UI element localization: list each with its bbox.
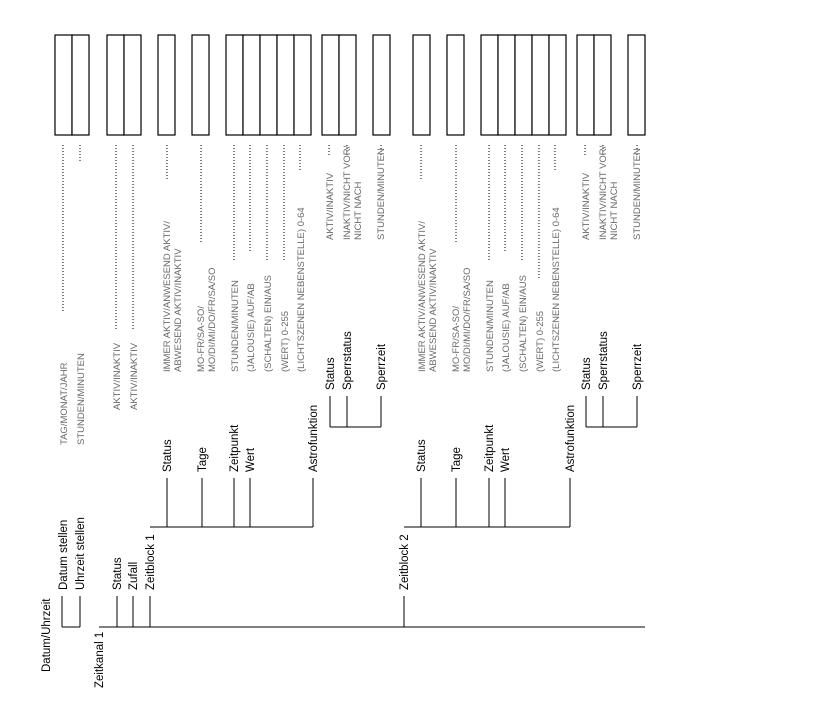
opt-b1-schalten: (SCHALTEN) EIN/AUS	[263, 275, 274, 372]
label-channel-status: Status	[112, 557, 124, 590]
opt-b1-sperrzeit: STUNDEN/MINUTEN	[376, 148, 387, 240]
label-zeitblock-2: Zeitblock 2	[399, 534, 411, 590]
opt-zufall: AKTIV/INAKTIV	[129, 342, 140, 410]
label-b1-sperrstatus: Sperrstatus	[342, 331, 354, 390]
opt-b1-tage-1: MO-FR/SA-SO/	[196, 306, 207, 372]
opt-channel-status: AKTIV/INAKTIV	[112, 342, 123, 410]
opt-b1-astro-status: AKTIV/INAKTIV	[325, 172, 336, 240]
opt-b2-sperrstatus-2: NICHT NACH	[609, 181, 620, 240]
leader-lines	[62, 145, 638, 330]
label-b1-astrofunktion: Astrofunktion	[308, 405, 320, 472]
label-b1-tage: Tage	[197, 447, 209, 472]
opt-b2-jalousie: (JALOUSIE) AUF/AB	[501, 283, 512, 372]
opt-b1-lichtszenen: (LICHTSZENEN NEBENSTELLE) 0-64	[296, 207, 307, 372]
option-texts: TAG/MONAT/JAHR STUNDEN/MINUTEN AKTIV/INA…	[59, 145, 643, 445]
label-b1-status: Status	[162, 439, 174, 472]
opt-b1-jalousie: (JALOUSIE) AUF/AB	[246, 283, 257, 372]
opt-b1-zeitpunkt: STUNDEN/MINUTEN	[230, 280, 241, 372]
label-b2-sperrzeit: Sperrzeit	[632, 343, 644, 390]
label-b2-status: Status	[416, 439, 428, 472]
opt-b2-sperrzeit: STUNDEN/MINUTEN	[632, 148, 643, 240]
label-zeitblock-1: Zeitblock 1	[145, 534, 157, 590]
opt-b2-astro-status: AKTIV/INAKTIV	[581, 172, 592, 240]
opt-b2-tage-1: MO-FR/SA-SO/	[451, 306, 462, 372]
label-b2-astrofunktion: Astrofunktion	[565, 405, 577, 472]
opt-b1-status-2: ABWESEND AKTIV/INAKTIV	[173, 248, 184, 372]
label-b1-wert: Wert	[245, 447, 257, 472]
label-b2-zeitpunkt: Zeitpunkt	[484, 424, 496, 472]
opt-b1-status-1: IMMER AKTIV/ANWESEND AKTIV/	[162, 221, 173, 372]
opt-b2-schalten: (SCHALTEN) EIN/AUS	[518, 275, 529, 372]
opt-b2-sperrstatus-1: INAKTIV/NICHT VOR/	[598, 145, 609, 240]
label-b1-sperrzeit: Sperrzeit	[376, 343, 388, 390]
label-b2-astro-status: Status	[581, 357, 593, 390]
opt-b2-lichtszenen: (LICHTSZENEN NEBENSTELLE) 0-64	[551, 207, 562, 372]
opt-b2-status-2: ABWESEND AKTIV/INAKTIV	[428, 248, 439, 372]
opt-b2-wert: (WERT) 0-255	[535, 311, 546, 372]
label-datum-uhrzeit: Datum/Uhrzeit	[41, 598, 53, 672]
opt-datum-format: TAG/MONAT/JAHR	[59, 362, 70, 445]
label-zeitkanal-1: Zeitkanal 1	[94, 632, 106, 688]
label-datum-stellen: Datum stellen	[58, 520, 70, 590]
opt-b1-wert: (WERT) 0-255	[280, 311, 291, 372]
opt-b2-tage-2: MO/DI/MI/DO/FR/SA/SO	[462, 267, 473, 372]
label-b1-astro-status: Status	[325, 357, 337, 390]
opt-b1-tage-2: MO/DI/MI/DO/FR/SA/SO	[207, 267, 218, 372]
label-b2-wert: Wert	[500, 447, 512, 472]
opt-b2-status-1: IMMER AKTIV/ANWESEND AKTIV/	[417, 221, 428, 372]
label-uhrzeit-stellen: Uhrzeit stellen	[75, 517, 87, 590]
opt-b2-zeitpunkt: STUNDEN/MINUTEN	[485, 280, 496, 372]
label-b1-zeitpunkt: Zeitpunkt	[229, 424, 241, 472]
label-b2-sperrstatus: Sperrstatus	[598, 331, 610, 390]
opt-b1-sperrstatus-1: INAKTIV/NICHT VOR/	[342, 145, 353, 240]
label-zufall: Zufall	[128, 562, 140, 590]
tree-lines	[61, 396, 645, 628]
menu-labels: Datum/Uhrzeit Datum stellen Uhrzeit stel…	[41, 331, 644, 688]
display-boxes	[54, 34, 646, 136]
label-b2-tage: Tage	[451, 447, 463, 472]
opt-uhrzeit-format: STUNDEN/MINUTEN	[76, 353, 87, 445]
opt-b1-sperrstatus-2: NICHT NACH	[353, 181, 364, 240]
